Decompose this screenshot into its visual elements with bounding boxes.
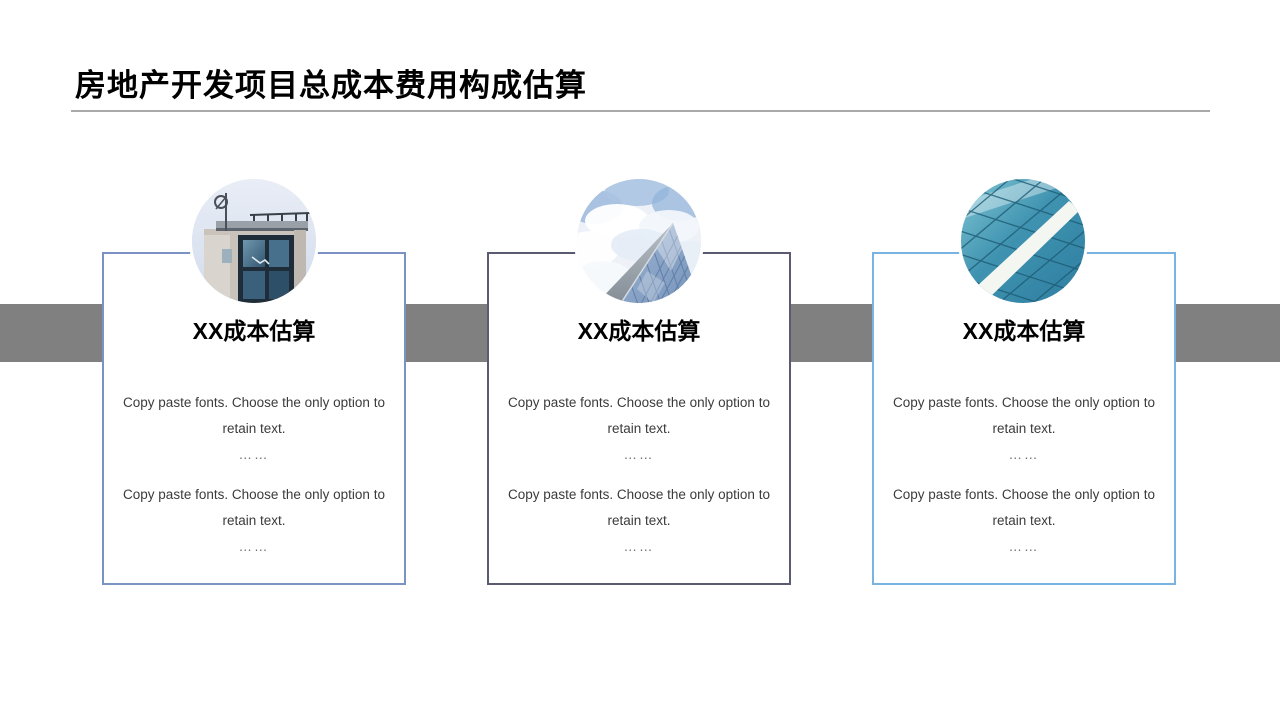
glass-tower-icon	[577, 179, 701, 303]
card-body: Copy paste fonts. Choose the only option…	[104, 390, 404, 560]
card-paragraph: Copy paste fonts. Choose the only option…	[123, 487, 385, 528]
card-paragraph: Copy paste fonts. Choose the only option…	[508, 487, 770, 528]
card-paragraph: Copy paste fonts. Choose the only option…	[893, 395, 1155, 436]
cost-card-2: XX成本估算 Copy paste fonts. Choose the only…	[487, 252, 791, 585]
card-body: Copy paste fonts. Choose the only option…	[489, 390, 789, 560]
ellipsis-text: ……	[238, 447, 270, 462]
card-title: XX成本估算	[577, 318, 701, 344]
ellipsis-text: ……	[623, 447, 655, 462]
card-paragraph: Copy paste fonts. Choose the only option…	[508, 395, 770, 436]
building-corner-photo	[192, 179, 316, 303]
title-divider	[71, 110, 1210, 112]
card-body: Copy paste fonts. Choose the only option…	[874, 390, 1174, 560]
card-paragraph: Copy paste fonts. Choose the only option…	[123, 395, 385, 436]
teal-glass-facade-photo	[961, 179, 1085, 303]
teal-facade-icon	[961, 179, 1085, 303]
ellipsis-text: ……	[238, 539, 270, 554]
building-corner-icon	[192, 179, 316, 303]
ellipsis-text: ……	[1008, 447, 1040, 462]
ellipsis-text: ……	[623, 539, 655, 554]
ellipsis-text: ……	[1008, 539, 1040, 554]
cost-card-1: XX成本估算 Copy paste fonts. Choose the only…	[102, 252, 406, 585]
glass-tower-clouds-photo	[577, 179, 701, 303]
page-title: 房地产开发项目总成本费用构成估算	[75, 68, 587, 103]
card-title: XX成本估算	[192, 318, 316, 344]
card-paragraph: Copy paste fonts. Choose the only option…	[893, 487, 1155, 528]
card-title: XX成本估算	[962, 318, 1086, 344]
